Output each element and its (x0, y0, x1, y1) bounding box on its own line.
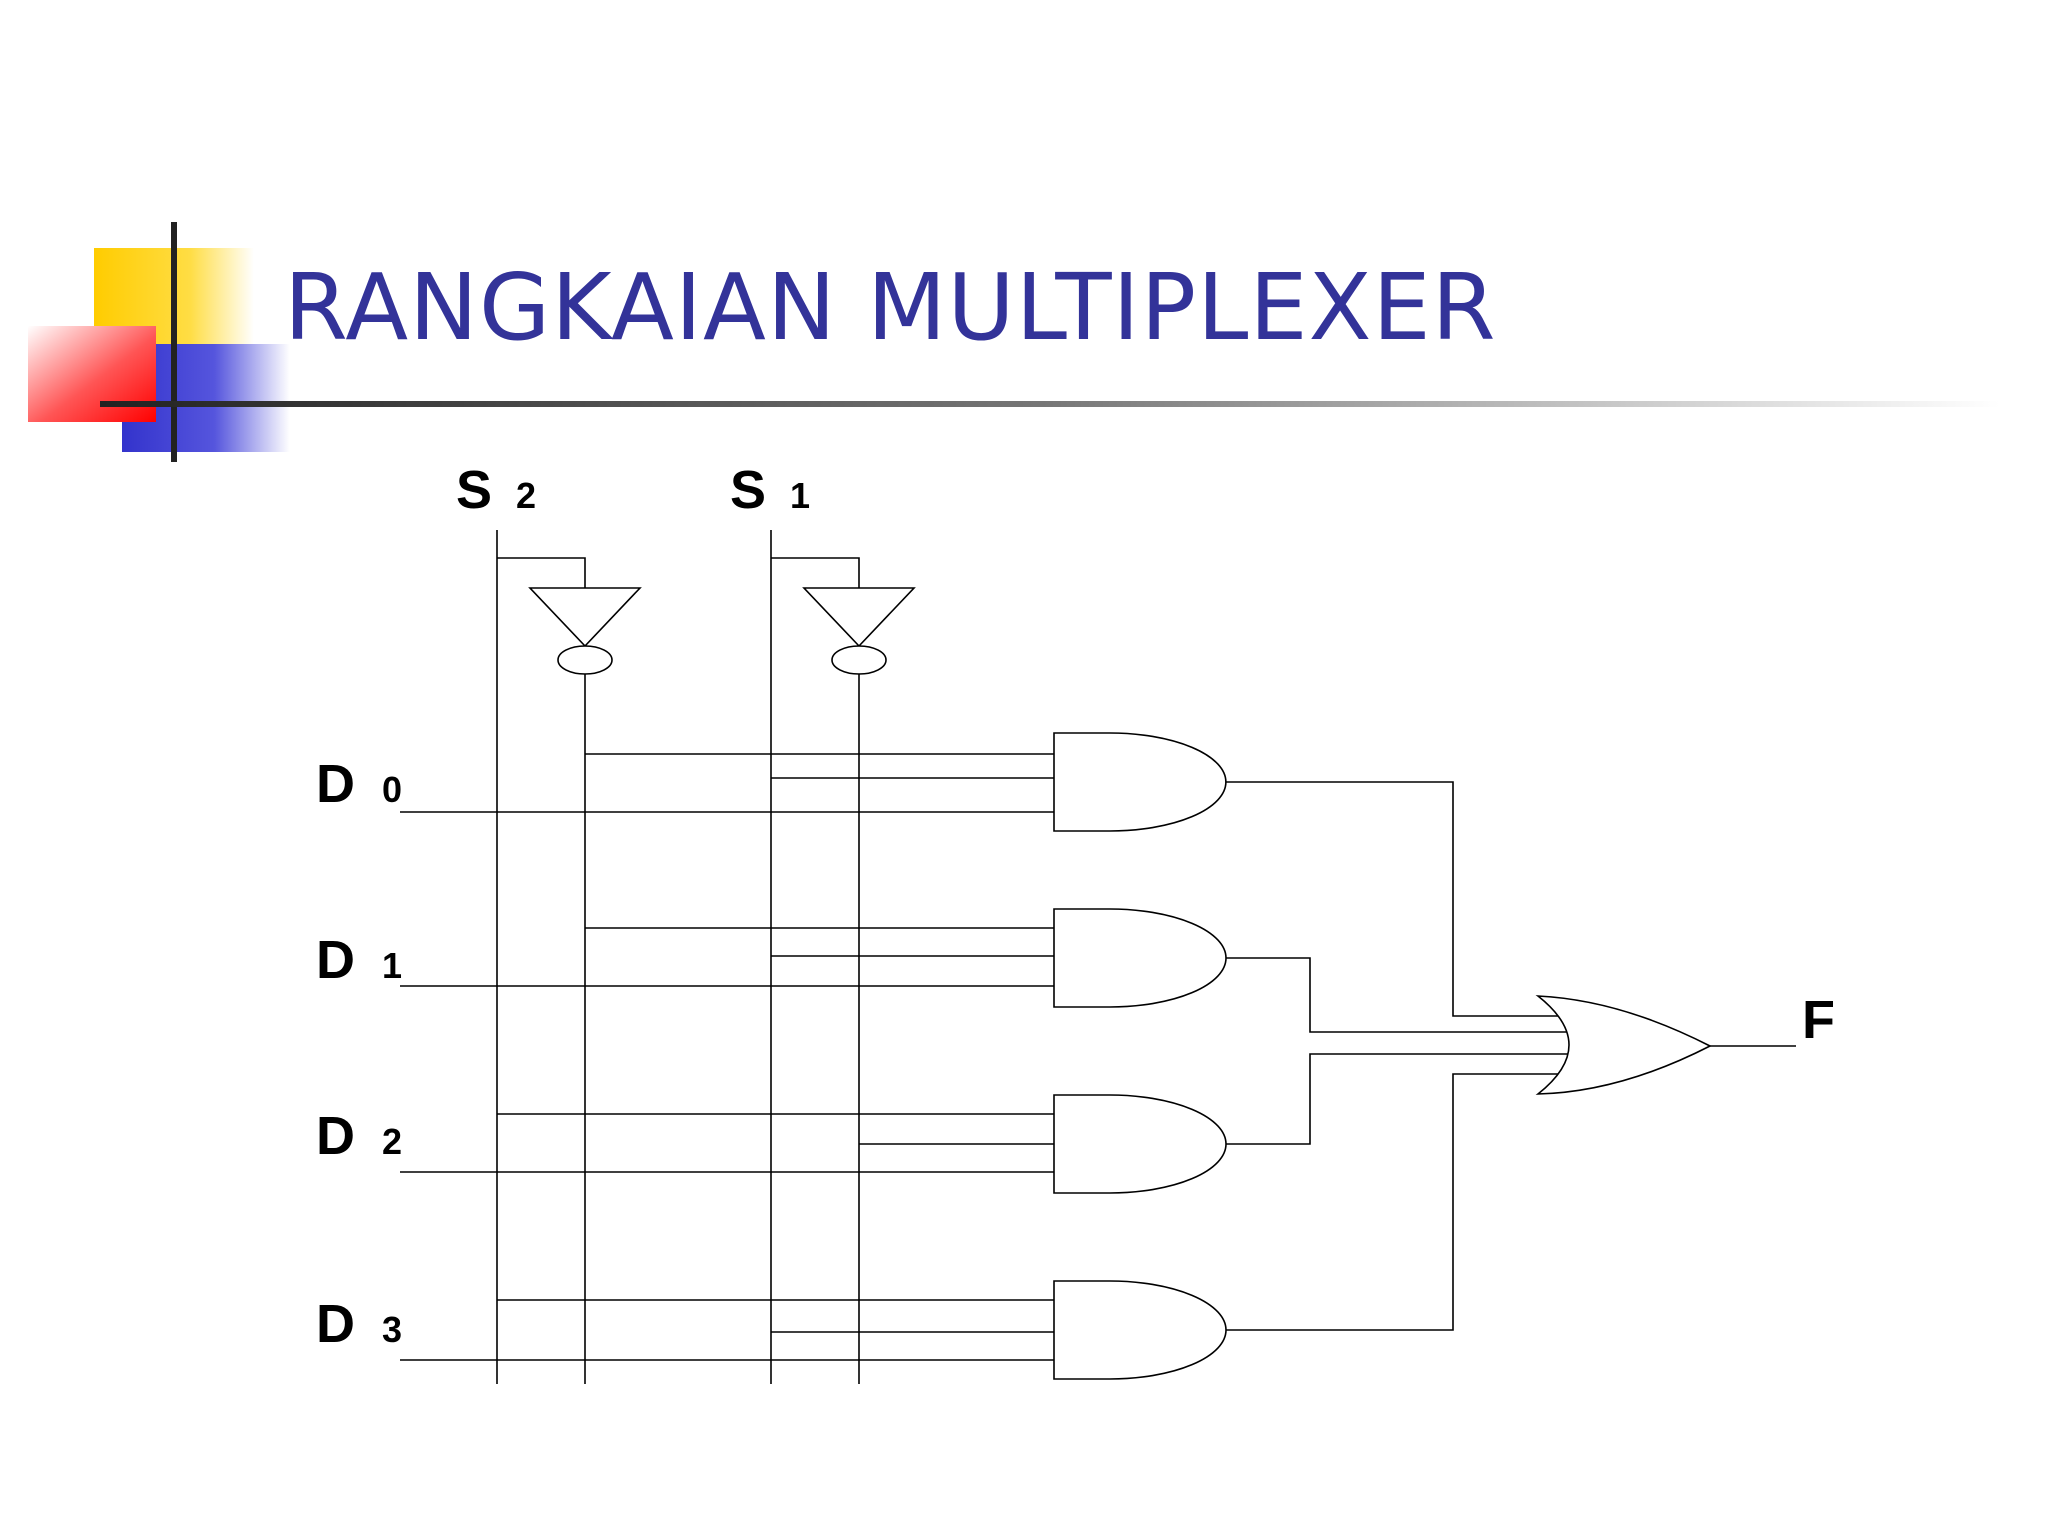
svg-text:0: 0 (382, 769, 402, 810)
svg-text:S: S (456, 460, 492, 520)
not-gate-s1 (802, 587, 916, 675)
wire-s1-to-not (771, 557, 860, 588)
logo-vertical-bar (171, 222, 177, 462)
wire-and0-out (1226, 781, 1560, 1017)
input-label-s2: S 2 (456, 460, 536, 520)
svg-text:D: D (316, 754, 355, 814)
page-title: RANGKAIAN MULTIPLEXER (284, 254, 1497, 361)
svg-text:1: 1 (382, 945, 402, 986)
input-label-d1: D 1 (316, 930, 402, 990)
and-gate-1 (1053, 908, 1227, 1008)
title-rule (100, 401, 2000, 407)
input-label-d0: D 0 (316, 754, 402, 814)
wire-and2-out (1226, 1053, 1570, 1145)
wire-and3-out (1226, 1073, 1560, 1331)
svg-text:3: 3 (382, 1309, 402, 1350)
svg-text:D: D (316, 1106, 355, 1166)
or-gate (1535, 995, 1712, 1095)
wire-s2-to-not (497, 557, 586, 588)
svg-text:S: S (730, 460, 766, 520)
svg-text:D: D (316, 1294, 355, 1354)
not-gate-s2 (528, 587, 642, 675)
input-label-s1: S 1 (730, 460, 810, 520)
and-gate-0 (1053, 732, 1227, 832)
svg-text:1: 1 (790, 475, 810, 516)
wire-and1-out (1226, 957, 1570, 1033)
input-label-d2: D 2 (316, 1106, 402, 1166)
svg-text:2: 2 (516, 475, 536, 516)
output-label-f: F (1802, 990, 1835, 1050)
and-gate-2 (1053, 1094, 1227, 1194)
and-gate-3 (1053, 1280, 1227, 1380)
input-label-d3: D 3 (316, 1294, 402, 1354)
svg-text:2: 2 (382, 1121, 402, 1162)
svg-text:D: D (316, 930, 355, 990)
